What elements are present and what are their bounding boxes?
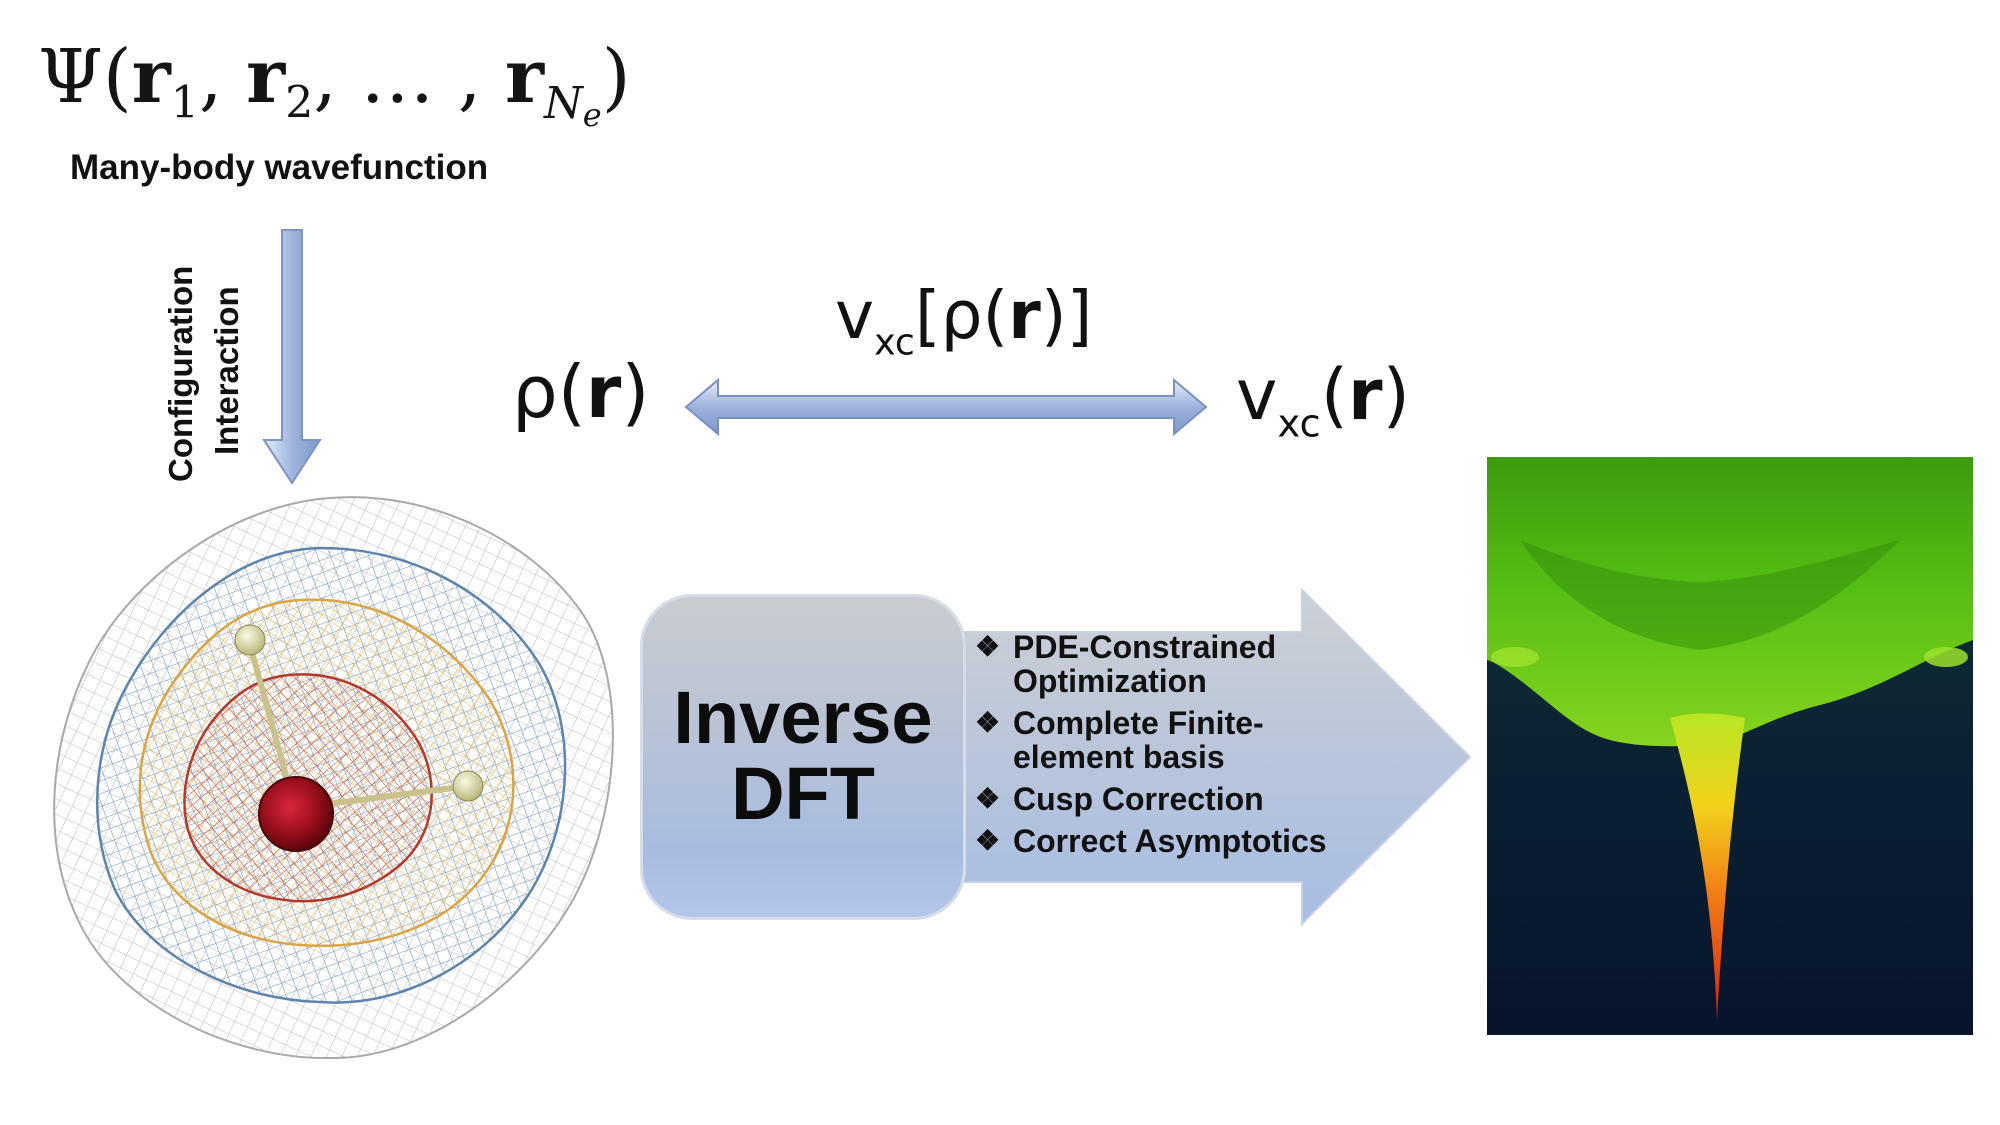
e-subscript: e [582, 95, 602, 134]
feature-item: ❖ PDE-Constrained Optimization [975, 630, 1373, 698]
potential-open: ( [1320, 354, 1349, 436]
r1-subscript: 1 [170, 77, 200, 129]
close-paren: ) [601, 34, 631, 120]
inverse-dft-line2: DFT [731, 752, 875, 835]
central-atom [258, 776, 334, 852]
r2-symbol: r [246, 34, 286, 120]
big-right-arrow [959, 587, 1472, 927]
potential-close: ) [1382, 354, 1410, 436]
v-letter: v [835, 277, 875, 354]
electron-density-mesh [53, 496, 614, 1060]
ci-down-arrow [262, 229, 322, 485]
potential-surface [1487, 457, 1973, 747]
xc-subscript: xc [874, 320, 915, 364]
xc-potential-symbol: vxc(r) [1236, 360, 1410, 444]
v-letter: v [1236, 354, 1278, 436]
potential-side-lobe [1491, 647, 1539, 667]
r1-symbol: r [131, 34, 171, 120]
functional-open: [ρ( [914, 277, 1009, 354]
ellipsis-separator: , … , [313, 34, 505, 120]
inverse-dft-line1: Inverse [673, 676, 933, 759]
rN-subscript: Ne [543, 77, 602, 131]
inverse-dft-box [640, 594, 966, 920]
bond-line [247, 644, 293, 791]
feature-text: Complete Finite-element basis [1013, 705, 1264, 775]
bond-line [319, 783, 469, 808]
rho-close: ) [621, 350, 650, 434]
comma-separator: , [199, 34, 247, 120]
feature-item: ❖ Correct Asymptotics [975, 824, 1373, 858]
diamond-bullet-icon: ❖ [975, 631, 1001, 662]
potential-side-lobe [1924, 647, 1968, 667]
double-headed-arrow [684, 377, 1208, 437]
r2-subscript: 2 [285, 77, 314, 129]
feature-text: Correct Asymptotics [1013, 823, 1327, 859]
N-letter: N [543, 77, 583, 129]
feature-item: ❖ Cusp Correction [975, 782, 1373, 816]
potential-ridge-shadow [1520, 540, 1900, 650]
psi-symbol: Ψ( [38, 34, 132, 120]
inverse-dft-title: Inverse DFT [640, 680, 966, 832]
feature-text: Cusp Correction [1013, 781, 1264, 817]
potential-spike [1670, 713, 1745, 1020]
wavefunction-caption: Many-body wavefunction [70, 148, 489, 187]
hydrogen-atom [234, 624, 266, 656]
configuration-interaction-label: Configuration Interaction [150, 235, 250, 485]
wavefunction-equation: Ψ(r1, r2, … , rNe) [38, 40, 631, 131]
rho-open: ρ( [512, 350, 586, 434]
diamond-bullet-icon: ❖ [975, 825, 1001, 856]
feature-list: ❖ PDE-Constrained Optimization ❖ Complete … [975, 630, 1373, 866]
rN-symbol: r [504, 34, 544, 120]
r-bold: r [585, 350, 622, 434]
r-bold: r [1008, 277, 1041, 354]
feature-text: PDE-Constrained Optimization [1013, 629, 1277, 699]
density-symbol: ρ(r) [512, 356, 649, 428]
xc-functional-symbol: vxc[ρ(r)] [835, 283, 1092, 361]
hydrogen-atom [452, 770, 484, 802]
diamond-bullet-icon: ❖ [975, 707, 1001, 738]
xc-subscript: xc [1277, 401, 1321, 447]
r-bold: r [1348, 354, 1383, 436]
ci-label-line1: Configuration [162, 265, 199, 482]
feature-item: ❖ Complete Finite-element basis [975, 706, 1373, 774]
xc-potential-plot [1487, 457, 1973, 1035]
diamond-bullet-icon: ❖ [975, 783, 1001, 814]
ci-label-line2: Interaction [208, 286, 245, 455]
functional-close: )] [1040, 277, 1093, 354]
